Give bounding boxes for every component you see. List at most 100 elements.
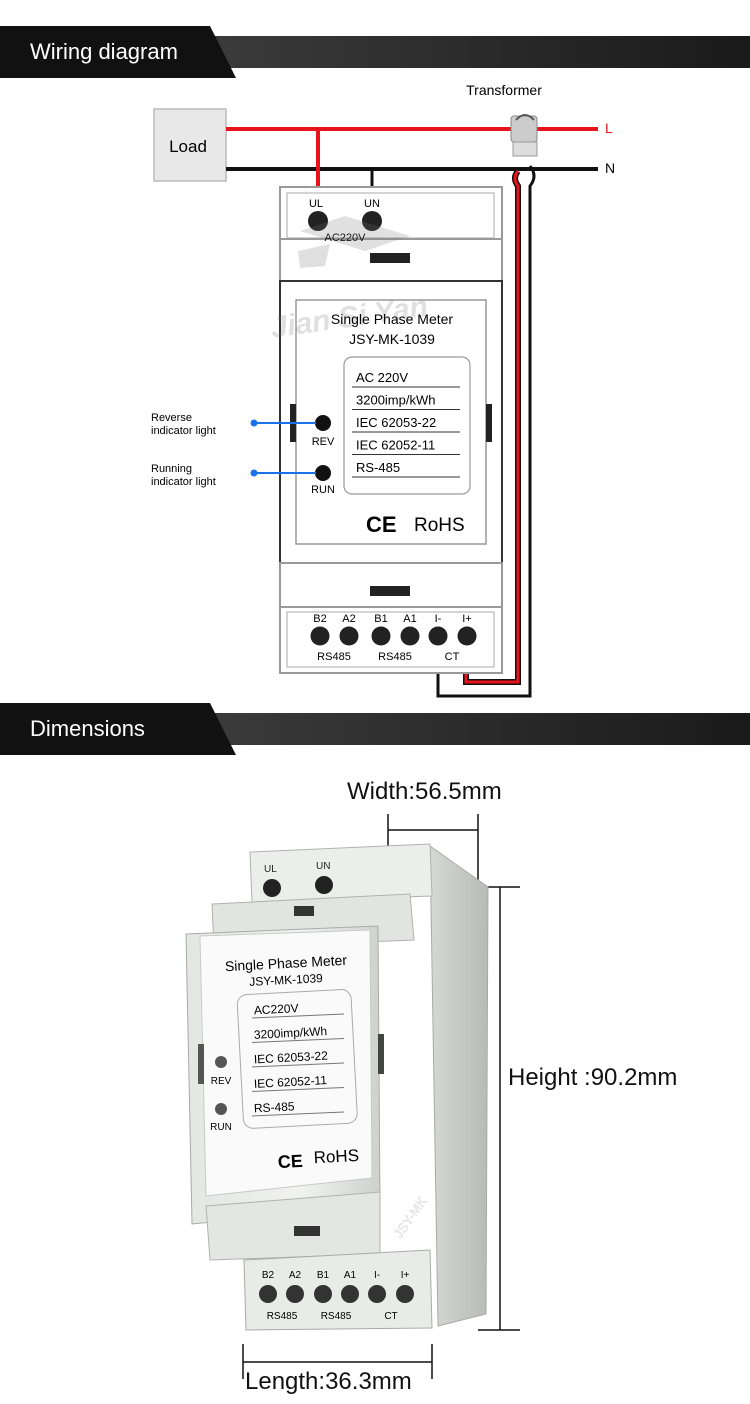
ul-label: UL (309, 198, 323, 210)
ct-wire-red (464, 170, 520, 684)
photo-terminal-screw (341, 1285, 359, 1303)
photo-rev-label: REV (211, 1076, 232, 1087)
section-banner-wiring: Wiring diagram (0, 26, 750, 78)
spec-line: IEC 62052-11 (356, 438, 435, 453)
photo-rev-indicator (215, 1056, 227, 1068)
photo-terminal-screw (314, 1285, 332, 1303)
banner-tab (0, 703, 236, 755)
terminal-label: B1 (374, 613, 387, 625)
dimension-lines (242, 814, 520, 1379)
photo-terminal-group-label: CT (384, 1311, 397, 1322)
photo-spec-divider (251, 1087, 345, 1092)
wiring-diagram: Load Transformer L N UL UN AC220V (151, 82, 615, 698)
photo-terminal-label: A2 (289, 1270, 302, 1281)
photo-terminal-label: I+ (401, 1270, 410, 1281)
banner-tab (0, 26, 236, 78)
photo-brand-logo: JSY-MK (391, 1194, 430, 1241)
section-title: Wiring diagram (30, 39, 178, 64)
photo-ce-mark: CE (277, 1151, 303, 1172)
photo-terminal-screw (259, 1285, 277, 1303)
running-pointer-dot (250, 469, 258, 477)
length-label: Length:36.3mm (245, 1368, 412, 1395)
photo-spec-line: RS-485 (253, 1099, 295, 1115)
terminal-screw (339, 626, 359, 646)
photo-terminal-screw (368, 1285, 386, 1303)
rohs-mark: RoHS (414, 515, 465, 536)
terminal-screw (310, 626, 330, 646)
running-label-2: indicator light (151, 476, 216, 488)
transformer-clamp-icon (510, 114, 538, 157)
photo-terminal-screw (396, 1285, 414, 1303)
width-label: Width:56.5mm (347, 778, 502, 805)
photo-spec-line: 3200imp/kWh (253, 1024, 327, 1042)
bottom-terminals: B2 A2 B1 A1 I- I+ RS485 RS485 CT (310, 613, 477, 663)
photo-ul-terminal (263, 879, 281, 897)
photo-terminal-label: I- (374, 1270, 380, 1281)
terminal-label: I+ (462, 613, 471, 625)
terminal-label: B2 (313, 613, 326, 625)
photo-meter-model: JSY-MK-1039 (249, 971, 324, 989)
photo-run-indicator (215, 1103, 227, 1115)
photo-terminal-label: B1 (317, 1270, 330, 1281)
reverse-pointer-dot (250, 419, 258, 427)
photo-spec-divider (251, 1013, 345, 1019)
transformer-label: Transformer (466, 82, 542, 98)
terminal-screw (400, 626, 420, 646)
photo-spec-divider (251, 1111, 345, 1117)
photo-spec-line: AC220V (253, 1001, 298, 1017)
section-title: Dimensions (30, 716, 145, 741)
rev-indicator (315, 415, 331, 431)
meter-name: Single Phase Meter (331, 311, 454, 327)
dimension-drawing: UL UN Single Phase Meter JSY-MK-1039 AC2… (185, 814, 520, 1379)
photo-run-label: RUN (210, 1122, 232, 1133)
ac220v-label: AC220V (325, 232, 367, 244)
spec-line: RS-485 (356, 460, 400, 475)
terminal-group-label: RS485 (317, 651, 351, 663)
height-label: Height :90.2mm (508, 1064, 678, 1091)
photo-terminal-label: B2 (262, 1270, 275, 1281)
photo-terminal-group-label: RS485 (267, 1311, 298, 1322)
reverse-label-2: indicator light (151, 425, 216, 437)
meter-model: JSY-MK-1039 (349, 331, 435, 347)
photo-spec-panel (236, 989, 358, 1129)
spec-line: AC 220V (356, 370, 408, 385)
terminal-label: A2 (342, 613, 355, 625)
rev-label: REV (312, 436, 335, 448)
photo-spec-line: IEC 62052-11 (253, 1073, 327, 1091)
ce-mark: CE (366, 512, 397, 537)
ul-terminal (308, 211, 328, 231)
un-label: UN (364, 198, 380, 210)
terminal-screw (428, 626, 448, 646)
photo-terminal-screw (286, 1285, 304, 1303)
running-label-1: Running (151, 463, 192, 475)
photo-ul-label: UL (264, 864, 277, 875)
terminal-screw (371, 626, 391, 646)
un-terminal (362, 211, 382, 231)
ct-wire-black (436, 165, 536, 698)
spec-line: 3200imp/kWh (356, 393, 435, 408)
terminal-label: I- (435, 613, 442, 625)
load-box (153, 108, 227, 182)
terminal-screw (457, 626, 477, 646)
photo-terminal-label: A1 (344, 1270, 357, 1281)
terminal-group-label: CT (445, 651, 460, 663)
terminal-group-label: RS485 (378, 651, 412, 663)
line-n-label: N (605, 160, 615, 176)
photo-un-label: UN (316, 861, 330, 872)
photo-meter-name: Single Phase Meter (225, 952, 348, 974)
photo-spec-divider (251, 1038, 345, 1043)
meter-photo (185, 843, 489, 1331)
spec-panel (343, 356, 471, 495)
photo-spec-divider (251, 1062, 345, 1068)
photo-spec-line: IEC 62053-22 (253, 1049, 328, 1067)
terminal-label: A1 (403, 613, 416, 625)
run-indicator (315, 465, 331, 481)
spec-line: IEC 62053-22 (356, 415, 436, 430)
photo-rohs-mark: RoHS (313, 1146, 359, 1167)
reverse-label-1: Reverse (151, 412, 192, 424)
photo-un-terminal (315, 876, 333, 894)
run-label: RUN (311, 484, 335, 496)
